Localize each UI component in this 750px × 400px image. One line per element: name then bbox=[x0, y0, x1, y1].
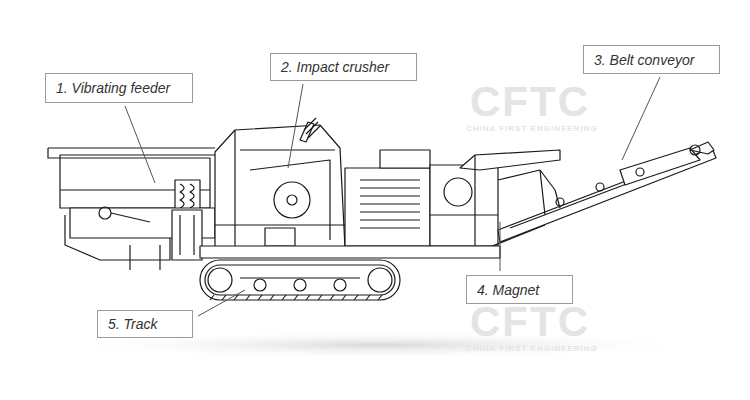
callout-box: 2. Impact crusher bbox=[270, 53, 417, 81]
part-label: 4. Magnet bbox=[467, 282, 539, 298]
part-label: 2. Impact crusher bbox=[271, 59, 389, 75]
callout-box: 3. Belt conveyor bbox=[583, 45, 720, 74]
part-label: 1. Vibrating feeder bbox=[46, 80, 170, 96]
watermark: CFTC bbox=[470, 78, 590, 126]
watermark: CFTC bbox=[470, 298, 590, 346]
watermark: CHINA FIRST ENGINEERING bbox=[466, 344, 598, 353]
watermark: CHINA FIRST ENGINEERING bbox=[466, 124, 598, 133]
callout-box: 1. Vibrating feeder bbox=[45, 73, 193, 103]
part-label: 3. Belt conveyor bbox=[584, 52, 694, 68]
part-label: 5. Track bbox=[98, 316, 158, 332]
callout-box: 5. Track bbox=[97, 310, 193, 338]
